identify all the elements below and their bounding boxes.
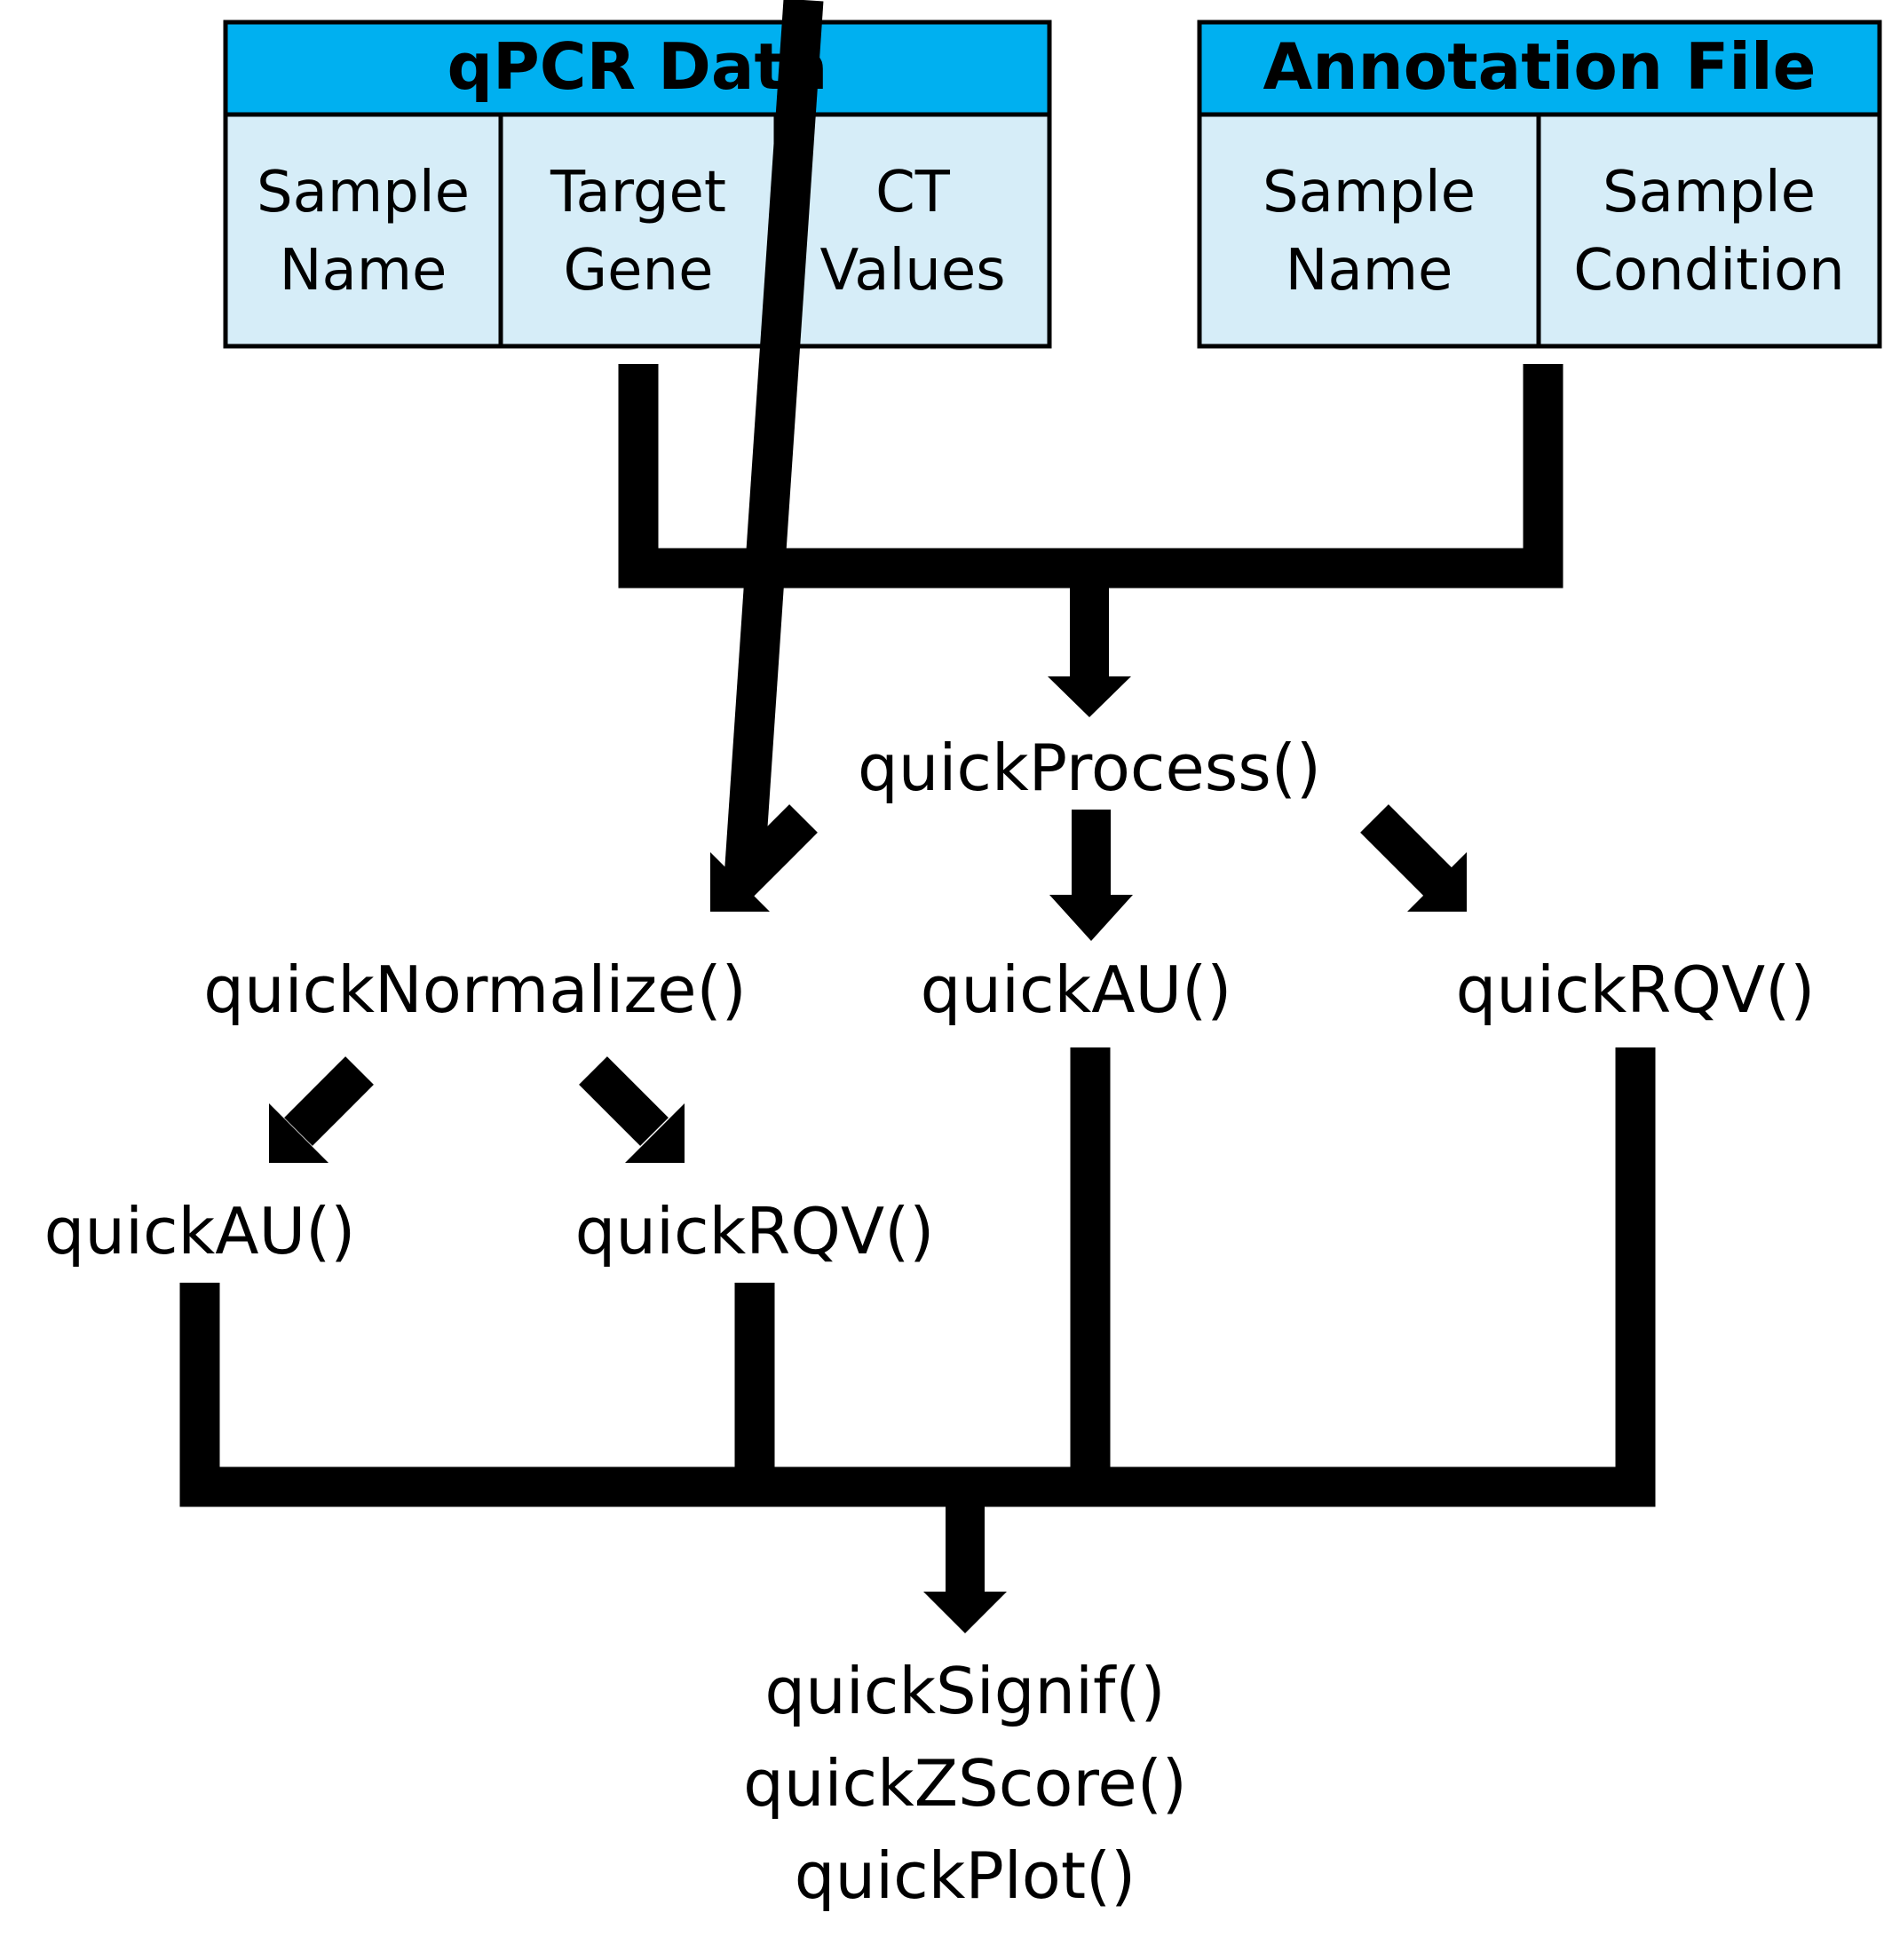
annotation-cell-sample-condition [1536, 112, 1882, 349]
annotation-col2-line2: Condition [1573, 238, 1844, 304]
normalize-arrow-left-head [269, 1103, 329, 1163]
process-arrow-middle-shaft [1072, 810, 1111, 897]
annotation-col1-line2: Name [1286, 238, 1453, 304]
top-arrow-head [1048, 676, 1131, 717]
bottom-merge-connector [179, 1047, 1656, 1507]
quick-signif-label: quickSignif() [764, 1654, 1165, 1728]
process-arrow-left [724, 0, 824, 881]
normalize-arrow-right-head [625, 1103, 685, 1163]
qpcr-header-title: qPCR Data [447, 29, 827, 104]
process-arrow-left-head [710, 852, 770, 912]
qpcr-col2-line2: Gene [564, 238, 714, 304]
quick-rqv-norm-label: quickRQV() [575, 1194, 935, 1268]
qpcr-col2-line1: Target [550, 160, 726, 225]
quick-process-label: quickProcess() [858, 731, 1321, 805]
qpcr-col1-line2: Name [280, 238, 447, 304]
qpcr-cell-sample-name [223, 112, 503, 349]
annotation-file-table: Annotation File Sample Name Sample Condi… [1197, 20, 1882, 349]
bottom-arrow-head [923, 1592, 1007, 1633]
qpcr-col3-line1: CT [875, 160, 951, 225]
annotation-col2-line1: Sample [1603, 160, 1816, 225]
qpcr-cell-ct-values [773, 112, 1052, 349]
annotation-col1-line1: Sample [1263, 160, 1476, 225]
annotation-header-title: Annotation File [1263, 29, 1817, 104]
annotation-cell-sample-name [1197, 112, 1541, 349]
quick-plot-label: quickPlot() [795, 1838, 1136, 1913]
process-arrow-middle-head [1049, 895, 1133, 941]
qpcr-data-table: qPCR Data Sample Name Target Gene CT Val… [223, 20, 1052, 349]
top-arrow-shaft [1070, 588, 1109, 678]
process-arrow-right-shaft [1360, 804, 1455, 899]
qpcr-col3-line2: Values [819, 238, 1005, 304]
annotation-header-bg [1197, 20, 1882, 117]
quick-normalize-label: quickNormalize() [203, 952, 746, 1027]
process-arrow-right-head [1407, 852, 1467, 912]
top-merge-connector [618, 364, 1563, 589]
bottom-arrow-shaft [946, 1506, 985, 1593]
qpcr-col1-line1: Sample [257, 160, 470, 225]
quick-zscore-label: quickZScore() [743, 1746, 1187, 1821]
qpcr-cell-target-gene [498, 112, 779, 349]
quick-au-norm-label: quickAU() [44, 1194, 356, 1268]
qpcr-header-bg [223, 20, 1052, 117]
quick-rqv-main-label: quickRQV() [1456, 952, 1816, 1027]
quick-au-main-label: quickAU() [921, 952, 1232, 1027]
process-arrow-left-shaft [723, 804, 818, 899]
normalize-arrow-left-shaft [284, 1056, 374, 1146]
normalize-arrow-right-shaft [579, 1056, 669, 1146]
